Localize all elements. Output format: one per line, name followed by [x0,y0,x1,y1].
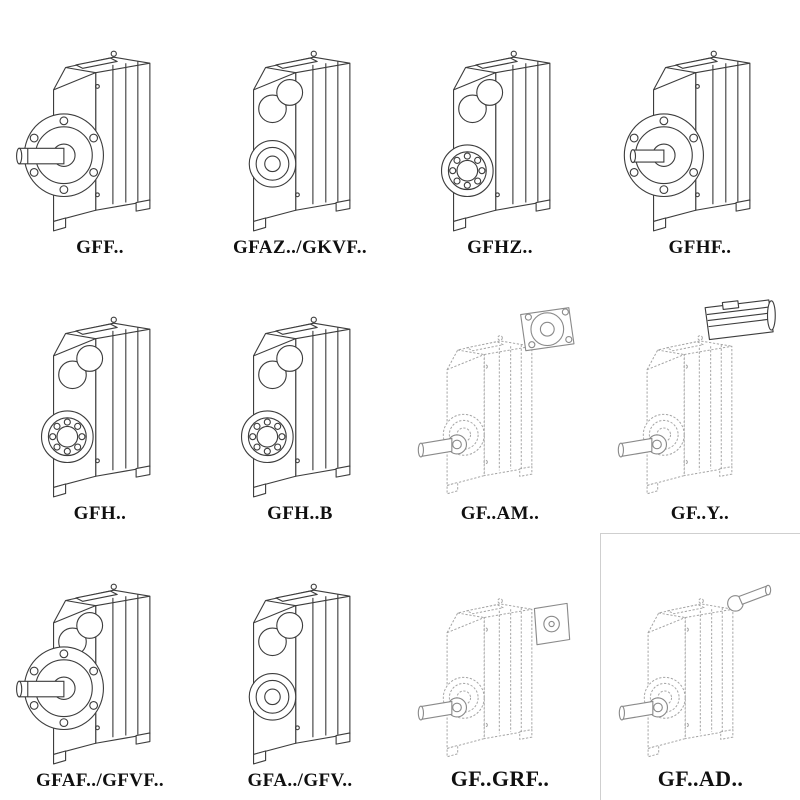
gearbox-drawing-iec-adapter-phantom [417,307,575,495]
gearbox-cell-gf-am: GF..AM.. [400,267,600,534]
gearbox-label: GFAZ../GKVF.. [233,236,367,258]
gearbox-label: GFH..B [267,503,333,525]
gearbox-drawing-block-phantom [417,598,571,758]
gearbox-drawing-foot-bearing [40,316,151,498]
gearbox-cell-gfaz-gkvf: GFAZ../GKVF.. [200,0,400,267]
gearbox-cell-gff: GFF.. [0,0,200,267]
gearbox-drawing-hollow-shaft [248,50,351,232]
gearbox-cell-gf-y: GF..Y.. [600,267,800,534]
gearbox-cell-gfaf-gfvf: GFAF../GFVF.. [0,533,200,800]
gearbox-cell-gfa-gfv: GFA../GFV.. [200,533,400,800]
gearbox-drawing-foot-bearing-b [240,316,351,498]
gearbox-label: GF..Y.. [670,503,730,525]
gearbox-cell-gfh-b: GFH..B [200,267,400,534]
gearbox-drawing-flange-shaft-bores [16,583,151,765]
gearbox-label: GF..AD.. [657,765,744,791]
gearbox-drawing-flange-hollow [623,50,751,232]
gearbox-cell-gfh: GFH.. [0,267,200,534]
gearbox-drawing-input-adapter-phantom [618,584,771,758]
gearbox-drawing-motor-mounted-phantom [617,299,776,495]
gearbox-label: GFHF.. [668,236,732,258]
gearbox-cell-gf-grf: GF..GRF.. [400,533,600,800]
gearbox-label: GF..GRF.. [450,765,550,791]
gearbox-drawing-hollow-shrink-disc [440,50,551,232]
gearbox-drawing-flange-shaft [16,50,151,232]
gearbox-label: GFAF../GFVF.. [35,769,164,791]
gearbox-cell-gfhf: GFHF.. [600,0,800,267]
gearbox-label: GFH.. [73,503,127,525]
gearbox-label: GFF.. [76,236,124,258]
gearbox-label: GFHZ.. [467,236,533,258]
gearbox-drawing-hollow-shaft-2 [248,583,351,765]
gearbox-label: GFA../GFV.. [247,769,353,791]
gearbox-cell-gfhz: GFHZ.. [400,0,600,267]
gearbox-cell-gf-ad: GF..AD.. [600,533,800,800]
gearbox-label: GF..AM.. [460,503,540,525]
